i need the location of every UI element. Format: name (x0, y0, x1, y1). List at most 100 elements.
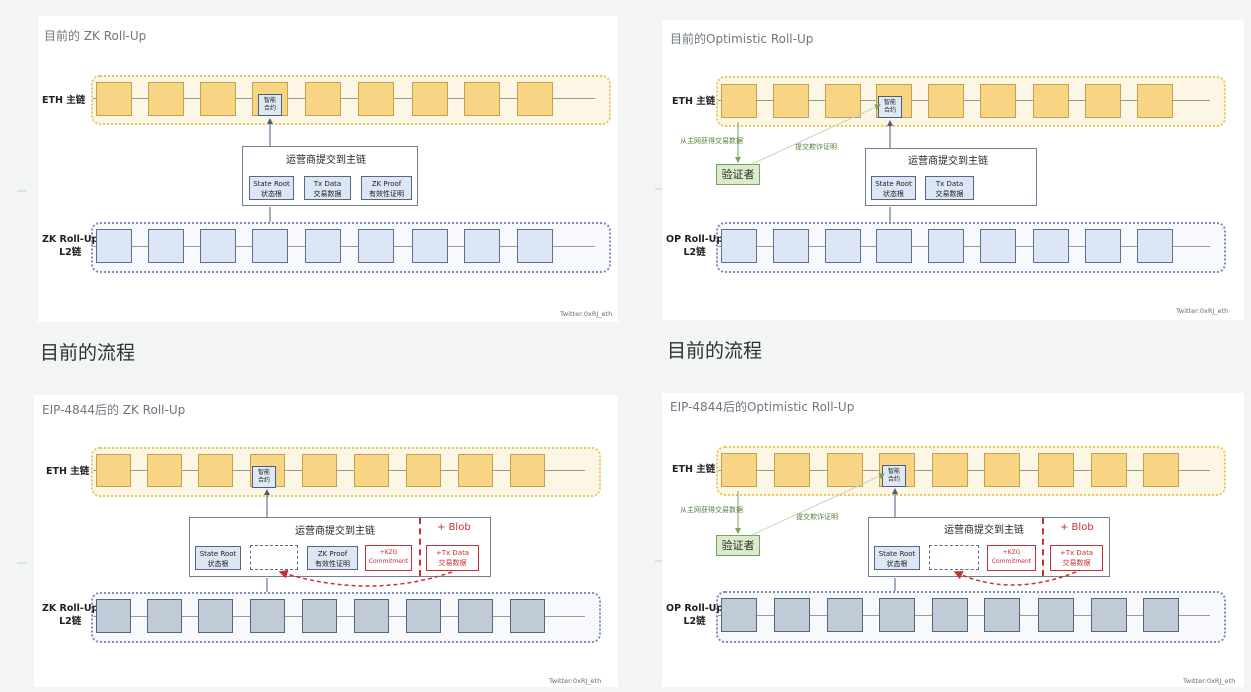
l2-block (1143, 598, 1179, 632)
contract-label: 智能 (263, 97, 276, 104)
smart-contract: 智能合约 (882, 465, 906, 487)
l2-label-line: OP Roll-Up (666, 603, 724, 614)
item-label: +KZG (1002, 549, 1021, 556)
l2-block (1033, 229, 1069, 263)
eth-block (1137, 84, 1173, 118)
l2-block (774, 598, 810, 632)
eth-block (980, 84, 1016, 118)
blob-move-arrow (278, 569, 453, 587)
eth-block (147, 454, 182, 487)
l2-block (721, 598, 757, 632)
item-label: ZK Proof (371, 180, 402, 188)
eth-block (1091, 453, 1127, 487)
item-label: 交易数据 (935, 190, 964, 198)
l2-block (928, 229, 964, 263)
contract-label: 合约 (883, 107, 896, 114)
l2-block (517, 229, 553, 263)
credit: Twitter:0xRJ_eth (560, 310, 613, 318)
section-heading: 目前的流程 (40, 342, 136, 364)
eth-block (354, 454, 389, 487)
l2-block (510, 599, 545, 633)
chain-line (93, 246, 595, 247)
eth-chain-label: ETH 主链 (42, 95, 86, 106)
item-label: State Root (199, 550, 237, 558)
contract-label: 合约 (257, 477, 270, 484)
eth-block (1143, 453, 1179, 487)
chain-line (93, 616, 585, 617)
blob-label: + Blob (1060, 522, 1094, 533)
fetch-data-label: 从主网获得交易数据 (680, 506, 743, 514)
eth-block (773, 84, 809, 118)
chain-line (93, 98, 595, 99)
eth-block (1085, 84, 1121, 118)
verifier-box: 验证者 (716, 164, 760, 185)
l2-label-line: L2链 (683, 616, 706, 627)
l2-label-line: OP Roll-Up (666, 234, 724, 245)
smart-contract: 智能合约 (878, 96, 902, 118)
l2-block (827, 598, 863, 632)
blob-label: + Blob (437, 522, 471, 533)
eth-block (96, 82, 132, 116)
blob-divider (419, 518, 421, 576)
eth-block (96, 454, 131, 487)
submit-title: 运营商提交到主链 (286, 155, 366, 166)
l2-block (305, 229, 341, 263)
eth-block (198, 454, 233, 487)
item-label: Tx Data (935, 180, 964, 188)
eth-block (458, 454, 493, 487)
l2-block (252, 229, 288, 263)
l2-block (879, 598, 915, 632)
item-label: ZK Proof (317, 550, 348, 558)
item-label: State Root (878, 550, 916, 558)
item-label: State Root (253, 180, 290, 188)
eth-block (774, 453, 810, 487)
item-label: +Tx Data (435, 549, 470, 557)
fraud-arrow (751, 473, 885, 536)
l2-block (1085, 229, 1121, 263)
item-label: Commitment (991, 558, 1032, 565)
eth-block (825, 84, 861, 118)
blob-divider (1042, 518, 1044, 576)
contract-label: 智能 (883, 99, 896, 106)
submit-title: 运营商提交到主链 (295, 526, 375, 537)
zk-proof-item: ZK Proof 有效性证明 (307, 546, 358, 570)
eth-block (148, 82, 184, 116)
l2-block (1038, 598, 1074, 632)
submit-title: 运营商提交到主链 (908, 156, 988, 167)
l2-label-line: L2链 (59, 616, 82, 627)
item-label: 交易数据 (313, 190, 342, 198)
l2-block (464, 229, 500, 263)
l2-block (984, 598, 1020, 632)
edge-mark (17, 562, 27, 564)
panel-title: 目前的Optimistic Roll-Up (670, 32, 814, 46)
kzg-commitment-item: +KZG Commitment (987, 545, 1036, 571)
item-label: 有效性证明 (315, 560, 350, 568)
item-label: +Tx Data (1059, 549, 1094, 557)
item-label: 状态根 (883, 190, 904, 198)
contract-label: 合约 (263, 105, 276, 112)
eth-block (517, 82, 553, 116)
empty-tx-slot (250, 545, 298, 570)
fraud-arrow (751, 104, 881, 165)
panel-title: EIP-4844后的Optimistic Roll-Up (670, 400, 855, 414)
l2-block (198, 599, 233, 633)
contract-label: 合约 (887, 476, 900, 483)
credit: Twitter:0xRJ_eth (1183, 677, 1236, 685)
eth-block (827, 453, 863, 487)
chain-line (93, 470, 585, 471)
l2-block (96, 599, 131, 633)
tx-data-item: Tx Data 交易数据 (925, 176, 974, 200)
eth-block (1033, 84, 1069, 118)
item-label: 状态根 (886, 560, 908, 568)
item-label: 状态根 (261, 190, 282, 198)
item-label: 状态根 (207, 560, 229, 568)
eth-block (721, 453, 757, 487)
eth-block (358, 82, 394, 116)
l2-label-line: ZK Roll-Up (42, 234, 99, 245)
eth-block (1038, 453, 1074, 487)
fraud-proof-label: 提交欺诈证明 (795, 143, 837, 151)
